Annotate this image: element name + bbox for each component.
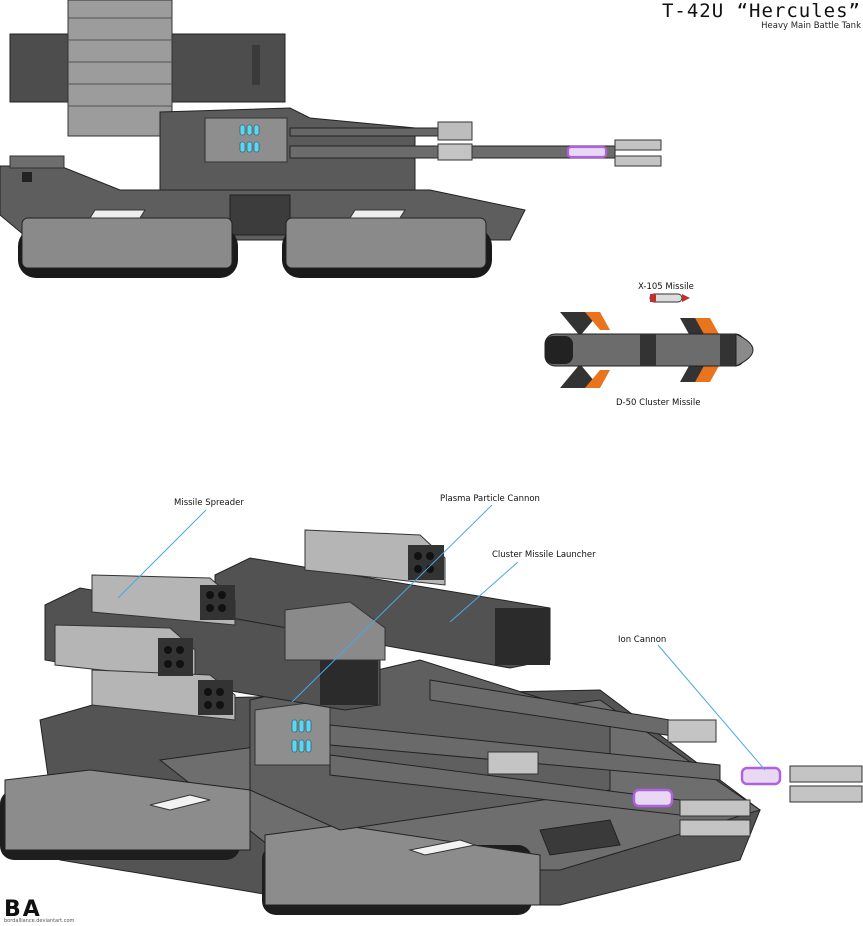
x105-missile-label: X-105 Missile [638,282,694,292]
page-subtitle: Heavy Main Battle Tank [761,21,861,31]
callout-ion-cannon: Ion Cannon [618,635,667,645]
callout-missile-spreader: Missile Spreader [174,498,244,508]
side-view-tank [0,0,662,278]
perspective-tank [0,504,863,915]
artist-credit: bordalliance.deviantart.com [4,918,75,924]
d50-missile-label: D-50 Cluster Missile [616,398,701,408]
artist-logo: BA [4,897,42,922]
x105-missile [649,293,690,303]
page-title: T-42U “Hercules” [661,0,861,22]
callout-plasma-cannon: Plasma Particle Cannon [440,494,540,504]
d50-cluster-missile [544,312,754,388]
callout-cluster-launcher: Cluster Missile Launcher [492,550,596,560]
